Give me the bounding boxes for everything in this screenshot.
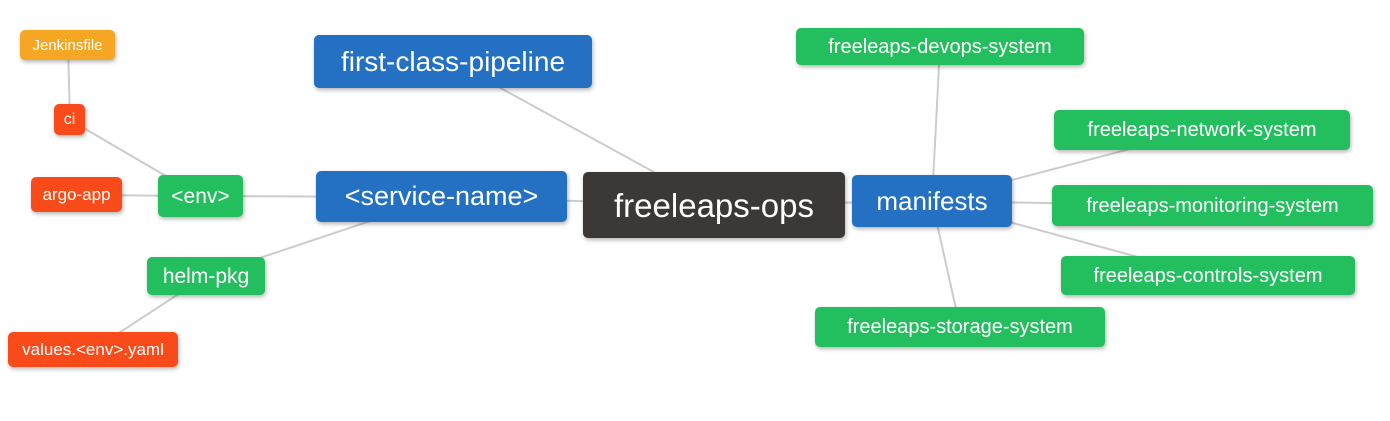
node-env[interactable]: <env> xyxy=(158,175,243,217)
node-freeleaps-devops-system[interactable]: freeleaps-devops-system xyxy=(796,28,1084,65)
node-freeleaps-monitoring-system[interactable]: freeleaps-monitoring-system xyxy=(1052,185,1373,226)
node-helm-pkg[interactable]: helm-pkg xyxy=(147,257,265,295)
node-service-name[interactable]: <service-name> xyxy=(316,171,567,222)
node-freeleaps-ops[interactable]: freeleaps-ops xyxy=(583,172,845,238)
node-ci[interactable]: ci xyxy=(54,104,85,135)
node-freeleaps-controls-system[interactable]: freeleaps-controls-system xyxy=(1061,256,1355,295)
node-values-env-yaml[interactable]: values.<env>.yaml xyxy=(8,332,178,367)
node-manifests[interactable]: manifests xyxy=(852,175,1012,227)
node-freeleaps-network-system[interactable]: freeleaps-network-system xyxy=(1054,110,1350,150)
node-freeleaps-storage-system[interactable]: freeleaps-storage-system xyxy=(815,307,1105,347)
node-jenkinsfile[interactable]: Jenkinsfile xyxy=(20,30,115,60)
node-argo-app[interactable]: argo-app xyxy=(31,177,122,212)
node-first-class-pipeline[interactable]: first-class-pipeline xyxy=(314,35,592,88)
